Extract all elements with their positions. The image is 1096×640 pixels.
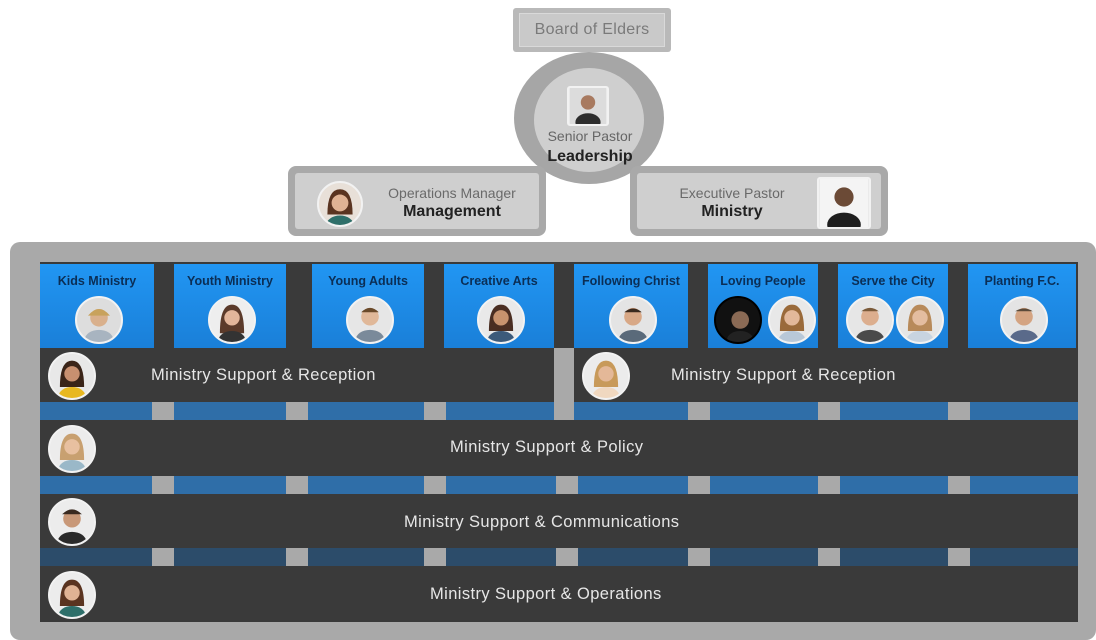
communications-bar: Ministry Support & Communications	[40, 494, 1078, 548]
policy-photo	[48, 425, 96, 473]
reception-right-photo	[582, 352, 630, 400]
connector-strip-2	[40, 476, 1078, 494]
ministry-column-youth: Youth Ministry	[174, 264, 286, 348]
communications-photo	[48, 498, 96, 546]
loving-people-photo-1	[714, 296, 762, 344]
creative-arts-photo	[477, 296, 525, 344]
management-label: Management	[403, 203, 501, 220]
ministry-column-kids: Kids Ministry	[40, 264, 154, 348]
reception-right-label: Ministry Support & Reception	[671, 366, 896, 384]
operations-manager-box: Operations Manager Management	[288, 166, 546, 236]
operations-support-photo	[48, 571, 96, 619]
board-of-elders-box: Board of Elders	[513, 8, 671, 52]
executive-pastor-photo	[817, 177, 871, 229]
ministry-label-creative-arts: Creative Arts	[460, 274, 538, 288]
ministry-label-following-christ: Following Christ	[582, 274, 680, 288]
ministry-column-following-christ: Following Christ	[574, 264, 688, 348]
ministry-label-loving-people: Loving People	[720, 274, 806, 288]
policy-bar: Ministry Support & Policy	[40, 420, 1078, 476]
ministry-column-young-adults: Young Adults	[312, 264, 424, 348]
leadership-label: Leadership	[547, 148, 633, 165]
executive-pastor-title: Executive Pastor	[679, 185, 785, 201]
reception-bar-left: Ministry Support & Reception	[40, 348, 554, 402]
ministry-label-serve-the-city: Serve the City	[851, 274, 935, 288]
connector-strip-3	[40, 548, 1078, 566]
ministry-column-loving-people: Loving People	[708, 264, 818, 348]
kids-ministry-photo	[75, 296, 123, 344]
policy-label: Ministry Support & Policy	[450, 438, 644, 456]
ministry-label-kids: Kids Ministry	[57, 274, 137, 288]
connector-strip-1	[40, 402, 1078, 420]
ministry-column-planting-fc: Planting F.C.	[968, 264, 1076, 348]
loving-people-photo-2	[768, 296, 816, 344]
young-adults-photo	[346, 296, 394, 344]
planting-fc-photo	[1000, 296, 1048, 344]
ministry-column-creative-arts: Creative Arts	[444, 264, 554, 348]
reception-left-label: Ministry Support & Reception	[151, 366, 376, 384]
youth-ministry-photo	[208, 296, 256, 344]
ministry-label: Ministry	[701, 203, 763, 220]
serve-the-city-photo-2	[896, 296, 944, 344]
operations-manager-title: Operations Manager	[388, 185, 516, 201]
ministry-column-serve-the-city: Serve the City	[838, 264, 948, 348]
executive-pastor-box: Executive Pastor Ministry	[630, 166, 888, 236]
reception-bar-right: Ministry Support & Reception	[574, 348, 1078, 402]
board-of-elders-label: Board of Elders	[519, 13, 665, 47]
senior-pastor-title: Senior Pastor	[547, 128, 633, 144]
senior-pastor-photo	[567, 86, 609, 126]
serve-the-city-photo-1	[846, 296, 894, 344]
operations-bar: Ministry Support & Operations	[40, 566, 1078, 622]
ministry-label-youth: Youth Ministry	[187, 274, 273, 288]
operations-support-label: Ministry Support & Operations	[430, 585, 662, 603]
ministry-label-planting-fc: Planting F.C.	[984, 274, 1060, 288]
communications-label: Ministry Support & Communications	[404, 513, 680, 531]
reception-left-photo	[48, 352, 96, 400]
ministry-label-young-adults: Young Adults	[328, 274, 408, 288]
following-christ-photo	[609, 296, 657, 344]
operations-manager-photo	[317, 181, 363, 227]
